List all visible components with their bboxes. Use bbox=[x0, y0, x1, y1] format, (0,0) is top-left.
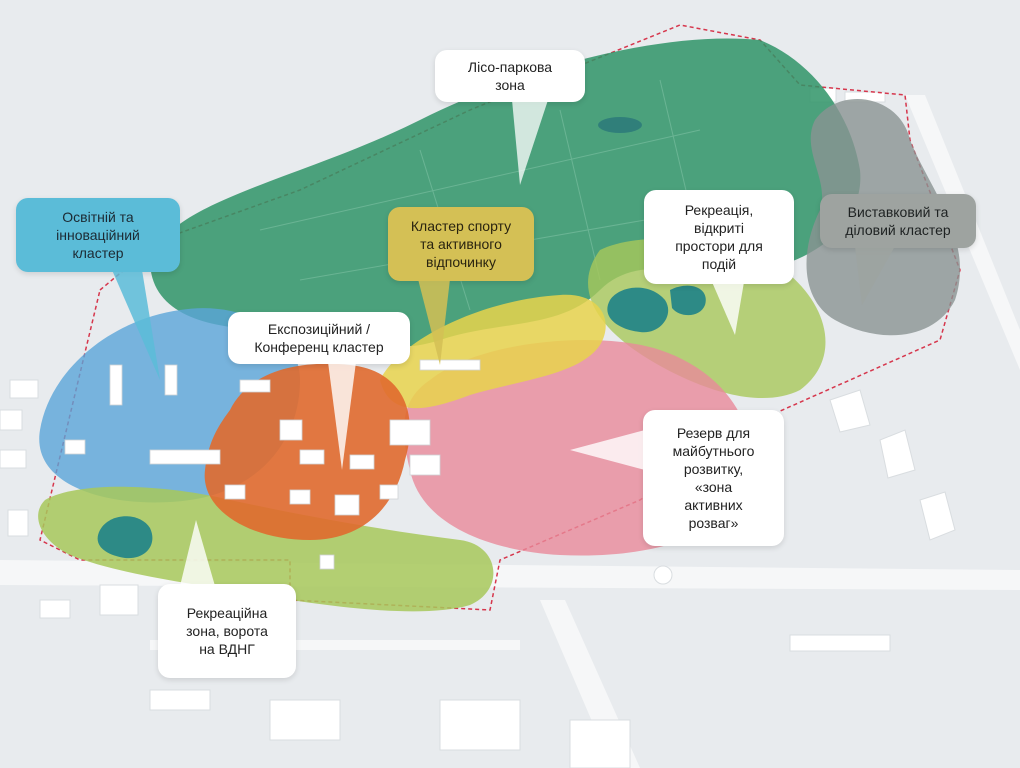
callout-expo-cluster: Експозиційний / Конференц кластер bbox=[228, 312, 410, 364]
zone-recreation-gate bbox=[38, 486, 494, 612]
label-recreation-gate: Рекреаційна зона, ворота на ВДНГ bbox=[186, 605, 268, 657]
label-sport-cluster: Кластер спорту та активного відпочинку bbox=[410, 218, 512, 270]
label-recreation-open-spaces: Рекреація, відкриті простори для подій bbox=[675, 202, 763, 272]
zone-sport bbox=[380, 294, 606, 409]
callout-exhibition-cluster: Виставковий та діловий кластер bbox=[820, 194, 976, 248]
pond-east-2 bbox=[670, 285, 706, 316]
label-education-cluster: Освітній та інноваційний кластер bbox=[56, 209, 140, 261]
callout-sport-cluster: Кластер спорту та активного відпочинку bbox=[388, 207, 534, 281]
pond-east bbox=[607, 287, 669, 333]
label-forest-park: Лісо-паркова зона bbox=[467, 59, 553, 93]
label-reserve-zone: Резерв для майбутнього розвитку, «зона а… bbox=[672, 425, 755, 531]
label-expo-cluster: Експозиційний / Конференц кластер bbox=[254, 321, 384, 355]
surrounding-buildings bbox=[0, 87, 956, 768]
callout-recreation-gate: Рекреаційна зона, ворота на ВДНГ bbox=[158, 584, 296, 678]
callout-recreation-open-spaces: Рекреація, відкриті простори для подій bbox=[644, 190, 794, 284]
callout-education-cluster: Освітній та інноваційний кластер bbox=[16, 198, 180, 272]
zone-forest-park bbox=[150, 38, 861, 347]
label-exhibition-cluster: Виставковий та діловий кластер bbox=[845, 204, 951, 238]
callout-reserve-zone: Резерв для майбутнього розвитку, «зона а… bbox=[643, 410, 784, 546]
pond-west bbox=[97, 516, 153, 559]
callout-forest-park: Лісо-паркова зона bbox=[435, 50, 585, 102]
